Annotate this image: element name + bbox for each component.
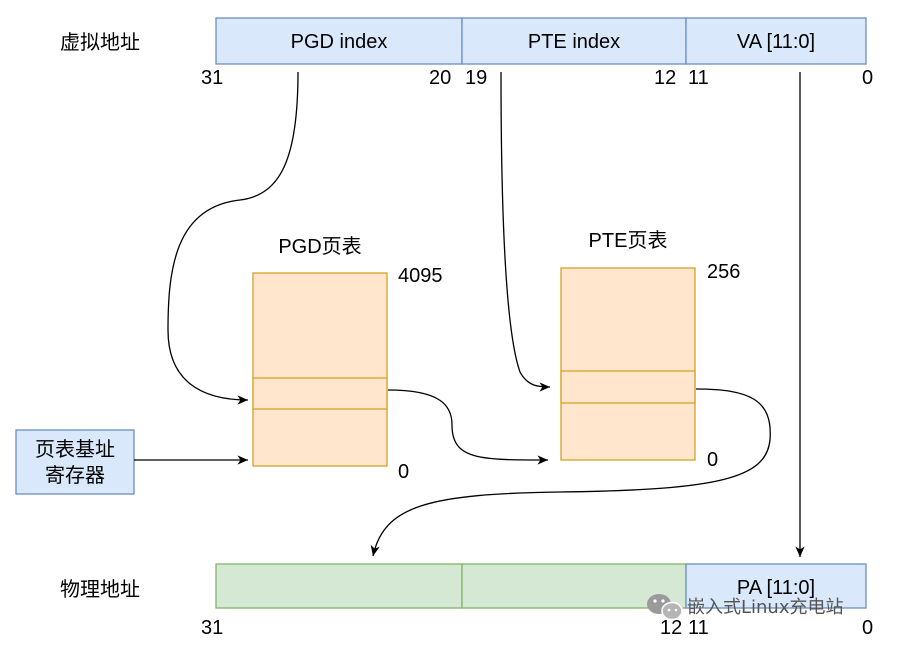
- va-bit-0: 0: [862, 67, 873, 89]
- pte-table-entry: [560, 370, 696, 404]
- pgd-table: [252, 272, 388, 467]
- pgd-index-to-pgd-entry-edge: [167, 71, 299, 405]
- va-bit-12: 12: [654, 67, 676, 89]
- watermark-text: 嵌入式Linux充电站: [687, 597, 844, 618]
- pgd-table-title: PGD页表: [278, 235, 361, 258]
- va-bit-31: 31: [201, 67, 223, 89]
- wechat-icon: [647, 594, 683, 621]
- pa-bit-12: 12: [660, 617, 682, 639]
- base-register-box: [15, 429, 135, 495]
- pgd-table-entry: [252, 377, 388, 410]
- pgd-table-bottom-index: 0: [398, 461, 409, 483]
- pte-index-to-pte-entry-edge: [500, 71, 551, 392]
- va-bit-19: 19: [465, 67, 487, 89]
- virtual-address-label: 虚拟地址: [60, 31, 140, 54]
- pa-high-field-1: [215, 563, 463, 609]
- pgd-table-top-index: 4095: [398, 265, 443, 287]
- va-offset-field: [685, 17, 867, 65]
- pa-bit-0: 0: [862, 617, 873, 639]
- pte-index-text: PTE index: [528, 31, 620, 53]
- va-bit-11: 11: [688, 67, 709, 89]
- pa-offset-text: PA [11:0]: [737, 577, 815, 599]
- pa-bit-11: 11: [688, 617, 709, 639]
- pte-entry-to-physical-address-edge: [370, 388, 771, 557]
- pte-index-field: [461, 17, 687, 65]
- pte-table: [560, 267, 696, 461]
- va-offset-text: VA [11:0]: [737, 31, 815, 53]
- pa-offset-field: [685, 563, 867, 609]
- pte-table-top-index: 256: [707, 261, 740, 283]
- pa-bit-31: 31: [201, 617, 223, 639]
- base-register-line2: 寄存器: [45, 464, 105, 487]
- physical-address-label: 物理地址: [60, 578, 140, 601]
- base-register-line1: 页表基址: [35, 438, 115, 461]
- pte-table-title: PTE页表: [589, 229, 668, 252]
- pgd-index-field: [215, 17, 463, 65]
- va-bit-20: 20: [429, 67, 451, 89]
- pgd-entry-to-pte-table-edge: [387, 389, 549, 465]
- pte-table-bottom-index: 0: [707, 449, 718, 471]
- pgd-index-text: PGD index: [291, 31, 388, 53]
